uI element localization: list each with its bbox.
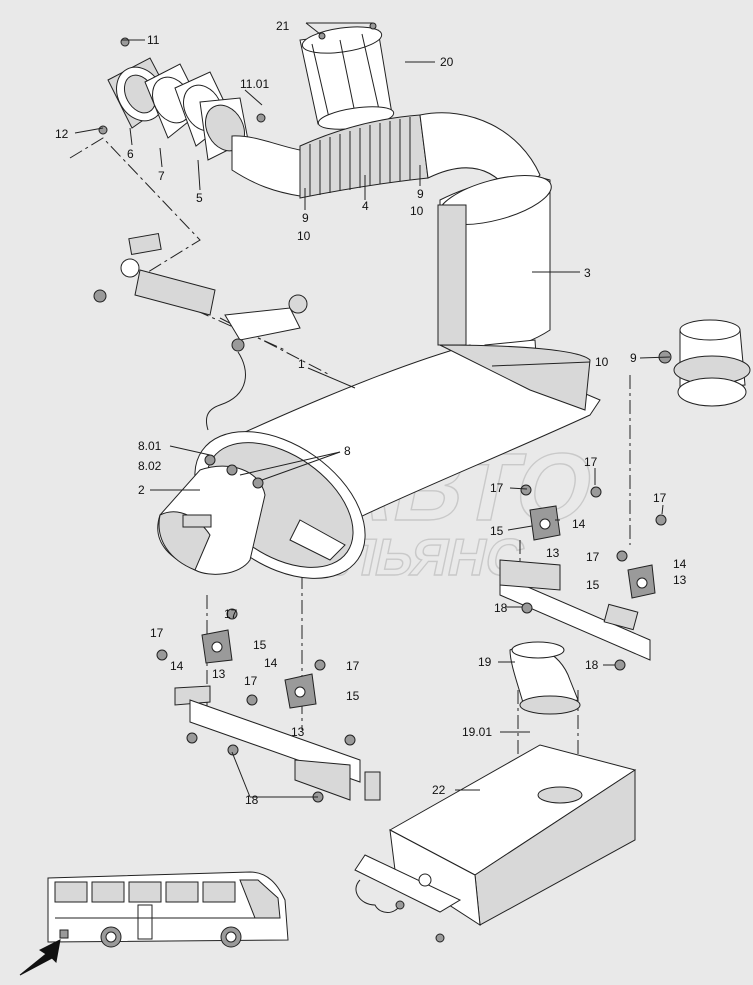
callout-17-g: 17 bbox=[346, 659, 360, 673]
callout-18-b: 18 bbox=[585, 658, 599, 672]
callout-6: 6 bbox=[127, 147, 134, 161]
callout-19-01: 19.01 bbox=[462, 725, 492, 739]
muffler-part-3 bbox=[437, 175, 552, 398]
callout-8-01: 8.01 bbox=[138, 439, 162, 453]
callout-labels: 11 11.01 12 6 7 5 4 9 10 9 10 21 20 3 10… bbox=[55, 19, 687, 807]
callout-17-h: 17 bbox=[244, 674, 258, 688]
outlet-elbow-part-2 bbox=[157, 454, 346, 575]
callout-21: 21 bbox=[276, 19, 290, 33]
mount-assemblies-left bbox=[156, 608, 381, 803]
callout-7: 7 bbox=[158, 169, 165, 183]
callout-11: 11 bbox=[147, 33, 160, 47]
callout-10-b: 10 bbox=[410, 204, 424, 218]
callout-3: 3 bbox=[584, 266, 591, 280]
callout-14-d: 14 bbox=[264, 656, 278, 670]
tailpipe-part-19 bbox=[509, 641, 581, 715]
callout-13-c: 13 bbox=[212, 667, 226, 681]
callout-20: 20 bbox=[440, 55, 454, 69]
callout-15-b: 15 bbox=[586, 578, 600, 592]
callout-8-02: 8.02 bbox=[138, 459, 162, 473]
callout-19: 19 bbox=[478, 655, 492, 669]
callout-17-d: 17 bbox=[586, 550, 600, 564]
mount-assemblies-right bbox=[499, 484, 667, 671]
callout-5: 5 bbox=[196, 191, 203, 205]
callout-17-e: 17 bbox=[224, 607, 238, 621]
callout-2: 2 bbox=[138, 483, 145, 497]
callout-15-c: 15 bbox=[253, 638, 267, 652]
callout-17-f: 17 bbox=[150, 626, 164, 640]
callout-9-a: 9 bbox=[302, 211, 309, 225]
callout-10-a: 10 bbox=[297, 229, 311, 243]
pipe-end-part-9 bbox=[658, 319, 751, 407]
callout-13-d: 13 bbox=[291, 725, 305, 739]
callout-14-c: 14 bbox=[170, 659, 184, 673]
callout-9-c: 9 bbox=[630, 351, 637, 365]
callout-17-a: 17 bbox=[584, 455, 598, 469]
callout-17-b: 17 bbox=[490, 481, 504, 495]
bus-silhouette bbox=[47, 871, 289, 948]
location-arrow-icon bbox=[19, 939, 61, 976]
callout-15-d: 15 bbox=[346, 689, 360, 703]
callout-1: 1 bbox=[298, 357, 305, 371]
callout-18-a: 18 bbox=[494, 601, 508, 615]
clamp-cage-part-20 bbox=[299, 22, 395, 130]
callout-4: 4 bbox=[362, 199, 369, 213]
callout-10-c: 10 bbox=[595, 355, 609, 369]
leader-lines bbox=[74, 22, 671, 798]
exhaust-box-part-22 bbox=[354, 744, 637, 943]
callout-12: 12 bbox=[55, 127, 69, 141]
callout-14-a: 14 bbox=[572, 517, 586, 531]
callout-9-b: 9 bbox=[417, 187, 424, 201]
callout-17-c: 17 bbox=[653, 491, 667, 505]
callout-13-b: 13 bbox=[673, 573, 687, 587]
sensor-bracket-assembly bbox=[93, 232, 308, 431]
callout-13-a: 13 bbox=[546, 546, 560, 560]
callout-15-a: 15 bbox=[490, 524, 504, 538]
callout-18-c: 18 bbox=[245, 793, 259, 807]
callout-8: 8 bbox=[344, 444, 351, 458]
callout-11-01: 11.01 bbox=[240, 77, 269, 91]
callout-22: 22 bbox=[432, 783, 446, 797]
callout-14-b: 14 bbox=[673, 557, 687, 571]
